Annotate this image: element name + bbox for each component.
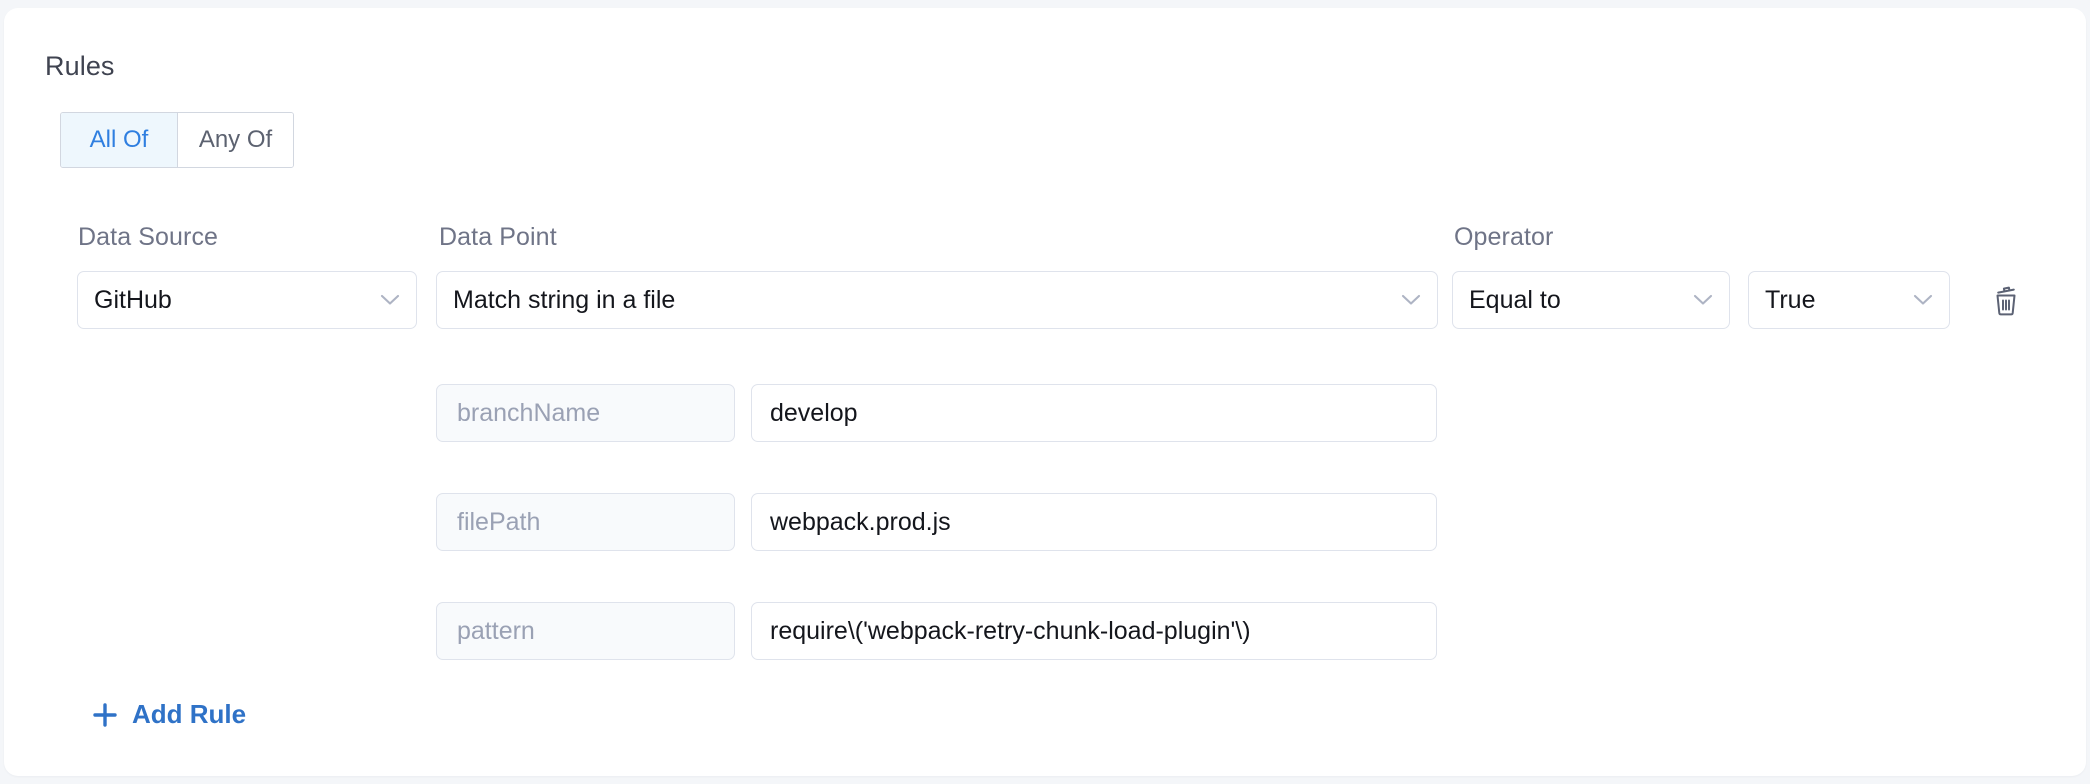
operator-value-select[interactable]: True [1748,271,1950,329]
column-label-data-point: Data Point [439,223,557,251]
parameter-value-2[interactable]: require\('webpack-retry-chunk-load-plugi… [751,602,1437,660]
chevron-down-icon [1401,294,1421,306]
page-title: Rules [45,51,115,81]
parameter-key-2: pattern [436,602,735,660]
plus-icon [92,702,118,728]
chevron-down-icon [380,294,400,306]
parameter-row: branchName develop [436,384,1437,442]
chevron-down-icon [1693,294,1713,306]
parameter-row: filePath webpack.prod.js [436,493,1437,551]
parameter-row: pattern require\('webpack-retry-chunk-lo… [436,602,1437,660]
match-mode-option-all-of[interactable]: All Of [61,113,177,167]
delete-rule-button[interactable] [1983,278,2029,324]
operator-value: Equal to [1469,285,1561,314]
match-mode-toggle: All Of Any Of [60,112,294,168]
parameter-value-0[interactable]: develop [751,384,1437,442]
parameter-key-1: filePath [436,493,735,551]
parameter-key-0: branchName [436,384,735,442]
column-label-data-source: Data Source [78,223,219,251]
operator-select[interactable]: Equal to [1452,271,1730,329]
add-rule-label: Add Rule [132,699,247,729]
column-label-operator: Operator [1454,223,1554,251]
data-source-value: GitHub [94,285,172,314]
parameter-value-1[interactable]: webpack.prod.js [751,493,1437,551]
data-point-select[interactable]: Match string in a file [436,271,1438,329]
trash-icon [1986,280,2026,323]
add-rule-button[interactable]: Add Rule [92,699,246,730]
data-source-select[interactable]: GitHub [77,271,417,329]
rules-card: Rules All Of Any Of Data Source Data Poi… [4,8,2086,776]
match-mode-option-any-of[interactable]: Any Of [177,113,293,167]
data-point-value: Match string in a file [453,285,676,314]
operator-value-selected: True [1765,285,1816,314]
chevron-down-icon [1913,294,1933,306]
